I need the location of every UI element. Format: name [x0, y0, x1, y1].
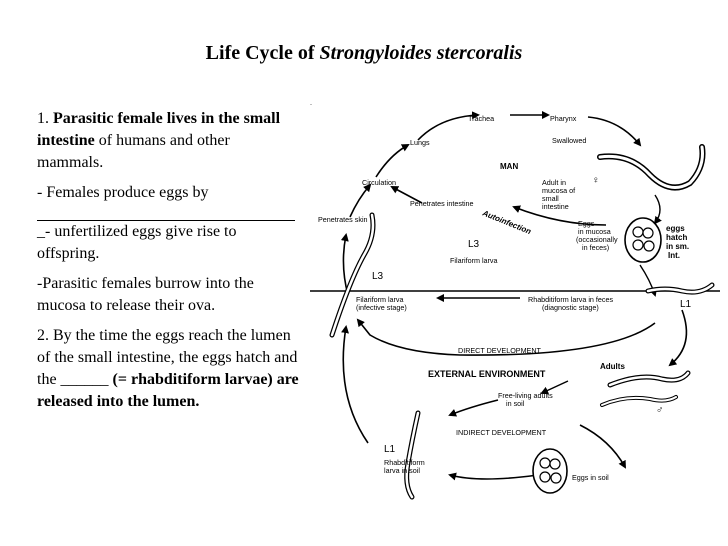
label-rhabditiform-feces-1: Rhabditiform larva in feces: [528, 295, 613, 304]
arrow-eggs-feces: [639, 264, 657, 297]
point-2-text: 2. By the time the eggs reach the lumen …: [37, 327, 298, 388]
eggs-soil-drawing: [532, 448, 568, 494]
label-eggs-mucosa-3: (occasionally: [576, 235, 618, 244]
label-eggs-mucosa-4: in feces): [582, 243, 609, 252]
label-adult-2: mucosa of: [542, 186, 575, 195]
label-eggs-mucosa-2: in mucosa: [578, 227, 611, 236]
point-females-eggs-b: _- unfertilized eggs give rise to offspr…: [37, 223, 237, 262]
arrow-adult-eggs: [653, 194, 662, 225]
label-rhabditiform-soil-1: Rhabditiform: [384, 458, 425, 467]
free-living-female-worm: [607, 370, 691, 388]
point-1: 1. Parasitic female lives in the small i…: [37, 108, 299, 174]
point-1-bold: Parasitic female lives in the small inte…: [37, 110, 281, 149]
label-lungs: Lungs: [410, 138, 430, 147]
title-plain: Life Cycle of: [205, 42, 320, 64]
label-adults: Adults: [600, 362, 625, 371]
label-eggs-hatch-2: hatch: [666, 233, 687, 242]
point-2-bold: (= rhabditiform larvae) are released int…: [37, 371, 299, 410]
point-females-eggs: - Females produce eggs by _- unfertilized…: [37, 182, 299, 265]
label-penetrates-intestine: Penetrates intestine: [410, 199, 474, 208]
rhabditiform-larva-soil-worm: [404, 410, 421, 500]
label-adult-3: small: [542, 194, 559, 203]
label-eggs-hatch-3: in sm.: [666, 242, 689, 251]
label-filariform-infective-1: Filariform larva: [356, 295, 404, 304]
arrow-adults-freeliving: [540, 380, 569, 395]
label-external-environment: EXTERNAL ENVIRONMENT: [428, 369, 546, 379]
arrow-circulation-lungs: [375, 144, 410, 178]
label-eggs-hatch-4: Int.: [668, 251, 680, 260]
filariform-larva-upper: [329, 212, 376, 338]
arrow-adults-eggs-soil: [579, 424, 626, 469]
arrow-pharynx-swallowed: [587, 116, 642, 147]
svg-text:.: .: [310, 98, 312, 107]
label-filariform-larva: Filariform larva: [450, 256, 498, 265]
point-1-rest: of humans and other mammals.: [37, 132, 230, 171]
arrow-l1-filariform: [341, 325, 369, 444]
title-species: Strongyloides stercoralis: [319, 42, 523, 64]
label-eggs-mucosa-1: Eggs: [578, 219, 595, 228]
adult-female-worm-intestine: [597, 144, 706, 191]
point-females-eggs-a: - Females produce eggs by: [37, 184, 209, 201]
label-adult-4: intestine: [542, 202, 569, 211]
label-man: MAN: [500, 162, 518, 171]
point-burrow: -Parasitic females burrow into the mucos…: [37, 275, 254, 314]
label-eggs-hatch-1: eggs: [666, 224, 685, 233]
arrow-direct-development: [356, 318, 656, 356]
free-living-male-worm: [600, 395, 678, 407]
label-direct-development: DIRECT DEVELOPMENT: [458, 346, 542, 355]
label-indirect-development: INDIRECT DEVELOPMENT: [456, 428, 547, 437]
male-symbol: ♂: [656, 405, 664, 416]
arrow-intestine-circulation: [390, 186, 423, 204]
arrow-freeliving-indirect: [448, 399, 499, 417]
label-l1-lower: L1: [384, 444, 396, 455]
arrow-eggs-rhabditiform-soil: [448, 472, 539, 481]
label-rhabditiform-soil-2: larva in soil: [384, 466, 420, 475]
eggs-mucosa-drawing: [624, 217, 662, 263]
label-free-living-1: Free-living adults: [498, 391, 553, 400]
label-swallowed: Swallowed: [552, 136, 586, 145]
arrow-lungs-trachea: [417, 111, 480, 141]
arrow-autoinfection: [512, 205, 607, 226]
page-title: Life Cycle of Strongyloides stercoralis: [0, 42, 728, 65]
point-2: 2. By the time the eggs reach the lumen …: [37, 325, 299, 413]
label-autoinfection: Autoinfection: [480, 208, 532, 236]
arrow-skin-circulation: [349, 183, 372, 218]
point-1-number: 1.: [37, 110, 53, 127]
label-filariform-infective-2: (infective stage): [356, 303, 407, 312]
label-penetrates-skin: Penetrates skin: [318, 215, 368, 224]
rhabditiform-larva-feces-worm: [645, 282, 715, 295]
label-circulation: Circulation: [362, 178, 396, 187]
label-l1-right: L1: [680, 299, 692, 310]
blank-line: [37, 206, 295, 221]
life-cycle-diagram: .: [310, 98, 720, 500]
label-eggs-soil: Eggs in soil: [572, 473, 609, 482]
female-symbol-host: ♀: [592, 175, 600, 186]
label-rhabditiform-feces-2: (diagnostic stage): [542, 303, 599, 312]
label-adult-1: Adult in: [542, 178, 566, 187]
label-free-living-2: in soil: [506, 399, 525, 408]
label-trachea: Trachea: [468, 114, 494, 123]
label-l3-upper: L3: [468, 239, 480, 250]
arrow-feces-adults: [668, 309, 688, 367]
label-pharynx: Pharynx: [550, 114, 577, 123]
notes-text: 1. Parasitic female lives in the small i…: [37, 108, 299, 421]
label-l3-left: L3: [372, 271, 384, 282]
